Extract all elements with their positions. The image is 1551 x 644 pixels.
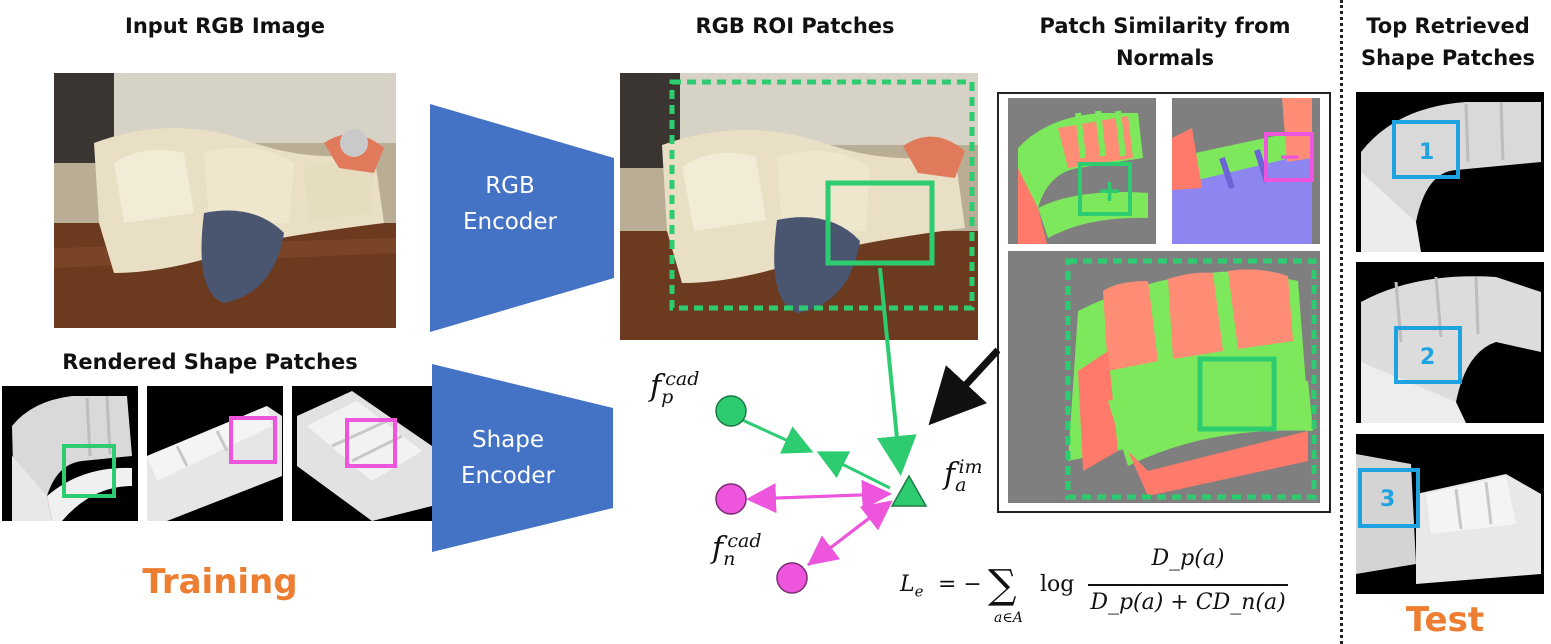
heading-input-image: Input RGB Image xyxy=(125,14,325,38)
normals-large-render xyxy=(1008,251,1320,503)
negative-push-arrow-1b xyxy=(749,479,892,510)
rgb-encoder-shape xyxy=(430,104,614,332)
shape-encoder-shape xyxy=(432,364,613,552)
heading-rgb-roi: RGB ROI Patches xyxy=(695,14,895,38)
rendered-patch-1 xyxy=(2,386,138,521)
roi-solid-box xyxy=(825,180,935,266)
heading-top-retrieved: Top Retrieved Shape Patches xyxy=(1360,14,1535,70)
loss-equation: Le = − ∑ a∈A log D_p(a) D_p(a) + CD_n(a) xyxy=(900,542,1320,638)
rendered-patch-3 xyxy=(292,386,432,521)
normals-to-anchor-arrow xyxy=(928,347,1000,426)
rgb-roi-image xyxy=(620,73,978,340)
retrieved-rank-3: 3 xyxy=(1380,487,1395,512)
normals-positive-patch: + xyxy=(1008,98,1156,244)
retrieved-patch-2: 2 xyxy=(1356,262,1544,423)
heading-patch-similarity: Patch Similarity from Normals xyxy=(1039,14,1291,70)
train-test-separator xyxy=(1340,0,1343,644)
negative-push-arrow-2b xyxy=(807,500,893,567)
negative-node-2 xyxy=(776,562,808,594)
normals-dashed-box xyxy=(1065,258,1317,500)
roi-to-anchor-arrow xyxy=(876,267,917,476)
rendered-patch-2 xyxy=(147,386,283,521)
embedding-diagram xyxy=(715,267,1000,594)
positive-node xyxy=(715,395,747,427)
feature-fa-im: faim xyxy=(944,456,983,496)
retrieved-rank-1: 1 xyxy=(1419,140,1434,165)
shape-encoder-label: Shape Encoder xyxy=(460,427,556,489)
retrieved-patch-1: 1 xyxy=(1356,92,1544,252)
test-label: Test xyxy=(1405,600,1485,640)
normals-negative-patch: − xyxy=(1172,98,1320,244)
rgb-encoder-label: RGB Encoder xyxy=(462,173,558,235)
feature-fp-cad: fpcad xyxy=(650,368,700,408)
retrieved-rank-2: 2 xyxy=(1420,345,1435,370)
feature-fn-cad: fncad xyxy=(712,530,762,570)
negative-sign: − xyxy=(1278,140,1301,173)
input-rgb-image xyxy=(54,73,396,328)
normals-solid-box xyxy=(1197,356,1277,432)
negative-node-1 xyxy=(715,483,747,515)
roi-dashed-box xyxy=(669,79,975,311)
anchor-triangle xyxy=(890,474,928,507)
positive-pull-arrow-1 xyxy=(737,416,814,454)
training-label: Training xyxy=(142,562,298,602)
heading-rendered-patches: Rendered Shape Patches xyxy=(62,350,358,374)
retrieved-patch-3: 3 xyxy=(1356,434,1544,594)
positive-sign: + xyxy=(1097,174,1122,209)
positive-pull-arrow-2 xyxy=(816,451,891,490)
